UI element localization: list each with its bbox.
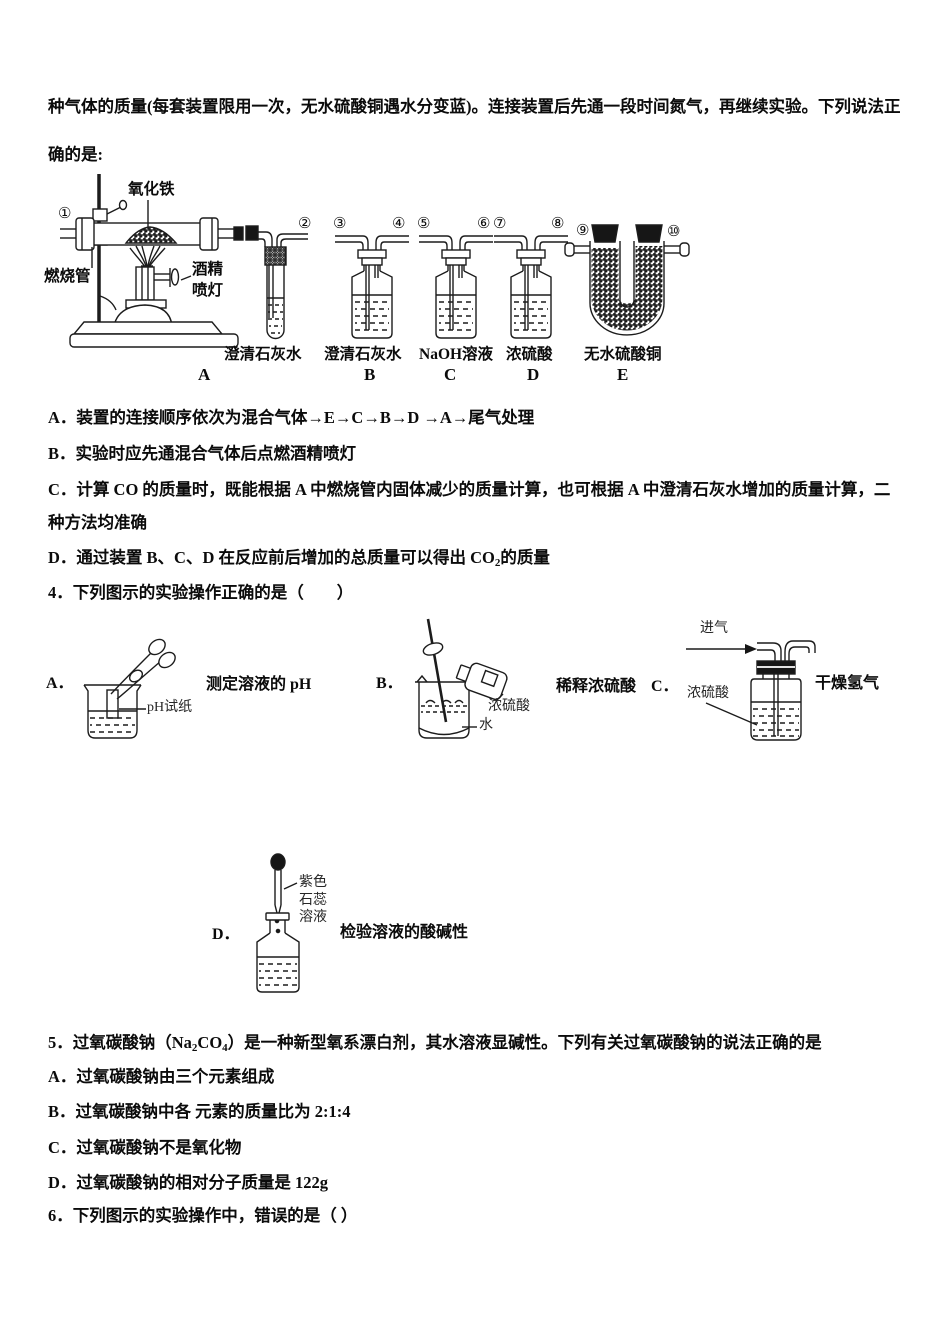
label-purple-litmus: 紫色 石蕊 溶液 <box>299 875 327 925</box>
gas-bottle-c-art <box>419 235 493 339</box>
port-circle-5: ⑤ <box>417 216 431 232</box>
q3-option-c-line1: C．计算 CO 的质量时，既能根据 A 中燃烧管内固体减少的质量计算，也可根据 … <box>48 480 891 499</box>
q3-option-d-pre: D．通过装置 B、C、D 在反应前后增加的总质量可以得出 CO <box>48 548 495 567</box>
label-ph-paper: pH试纸 <box>147 700 193 715</box>
port-circle-6: ⑥ <box>477 216 491 232</box>
label-conc-sulfuric-acid: 浓硫酸 <box>506 346 553 363</box>
q3-option-a: A．装置的连接顺序依次为混合气体→E→C→B→D →A→尾气处理 <box>48 408 535 427</box>
port-circle-1: ① <box>58 206 72 222</box>
q5-title: 5．过氧碳酸钠（Na2CO4）是一种新型氧系漂白剂，其水溶液显碱性。下列有关过氧… <box>48 1033 822 1055</box>
port-circle-10: ⑩ <box>667 224 681 240</box>
q4-option-b-caption: 稀释浓硫酸 <box>556 678 637 695</box>
gas-bottle-b-art <box>335 235 409 339</box>
co4-subscript: 4 <box>222 1042 228 1054</box>
port-circle-3: ③ <box>333 216 347 232</box>
label-naoh-solution: NaOH溶液 <box>419 346 494 363</box>
q4-option-a-letter: A． <box>46 675 74 692</box>
label-gas-in: 进气 <box>700 621 728 636</box>
q4-option-c-caption: 干燥氢气 <box>815 675 880 692</box>
q3-option-d-post: 的质量 <box>500 548 550 567</box>
u-tube-e-art <box>564 224 690 336</box>
port-circle-8: ⑧ <box>551 216 565 232</box>
port-circle-2: ② <box>298 216 312 232</box>
gas-bottle-d-art <box>494 235 568 339</box>
device-letter-a: A <box>198 365 211 384</box>
device-a-art <box>60 174 239 348</box>
q4a-art <box>83 638 176 739</box>
q5-title-pre: 5．过氧碳酸钠（Na <box>48 1033 192 1052</box>
q4-option-b-letter: B． <box>376 675 403 692</box>
na2-subscript: 2 <box>191 1042 198 1054</box>
q3-option-c-line2: 种方法均准确 <box>48 513 147 532</box>
co2-subscript: 2 <box>494 557 501 569</box>
q4-option-d-letter: D． <box>212 926 240 943</box>
q3-intro-line2: 确的是: <box>48 145 103 164</box>
test-tube-a-art <box>218 225 308 340</box>
port-circle-4: ④ <box>392 216 406 232</box>
label-c-conc-acid: 浓硫酸 <box>687 686 729 701</box>
q4-option-a-caption: 测定溶液的 pH <box>206 676 312 693</box>
q4d-art <box>256 853 300 993</box>
label-iron-oxide: 氧化铁 <box>128 181 175 198</box>
q5-title-post: ）是一种新型氧系漂白剂，其水溶液显碱性。下列有关过氧碳酸钠的说法正确的是 <box>227 1033 822 1052</box>
q5-option-a: A．过氧碳酸钠由三个元素组成 <box>48 1067 275 1086</box>
port-circle-9: ⑨ <box>576 223 590 239</box>
label-limewater-2: 澄清石灰水 <box>324 346 402 363</box>
q4-title: 4．下列图示的实验操作正确的是（ ） <box>48 583 354 602</box>
q5-title-mid: CO <box>197 1033 223 1052</box>
q3-option-d: D．通过装置 B、C、D 在反应前后增加的总质量可以得出 CO2的质量 <box>48 548 550 570</box>
device-letter-d: D <box>527 365 540 384</box>
q5-option-d: D．过氧碳酸钠的相对分子质量是 122g <box>48 1173 329 1192</box>
q3-intro-line1: 种气体的质量(每套装置限用一次，无水硫酸铜遇水分变蓝)。连接装置后先通一段时间氮… <box>48 97 901 116</box>
device-letter-b: B <box>364 365 376 384</box>
label-alcohol-blast-lamp: 酒精 喷灯 <box>192 261 224 299</box>
q6-title: 6．下列图示的实验操作中，错误的是（ ） <box>48 1206 358 1225</box>
q3-option-b: B．实验时应先通混合气体后点燃酒精喷灯 <box>48 444 357 463</box>
q4b-art <box>415 618 508 739</box>
label-combustion-tube: 燃烧管 <box>44 268 91 285</box>
label-b-water: 水 <box>479 718 493 733</box>
q5-option-b: B．过氧碳酸钠中各 元素的质量比为 2:1:4 <box>48 1102 351 1121</box>
q4-option-c-letter: C． <box>651 678 679 695</box>
label-limewater-1: 澄清石灰水 <box>224 346 302 363</box>
device-letter-c: C <box>444 365 457 384</box>
q5-option-c: C．过氧碳酸钠不是氧化物 <box>48 1138 242 1157</box>
label-b-conc-acid: 浓硫酸 <box>488 699 530 714</box>
q4-option-d-caption: 检验溶液的酸碱性 <box>340 924 469 941</box>
q4c-art <box>686 640 816 741</box>
label-anhydrous-copper-sulfate: 无水硫酸铜 <box>584 346 662 363</box>
port-circle-7: ⑦ <box>493 216 507 232</box>
device-letter-e: E <box>617 365 629 384</box>
